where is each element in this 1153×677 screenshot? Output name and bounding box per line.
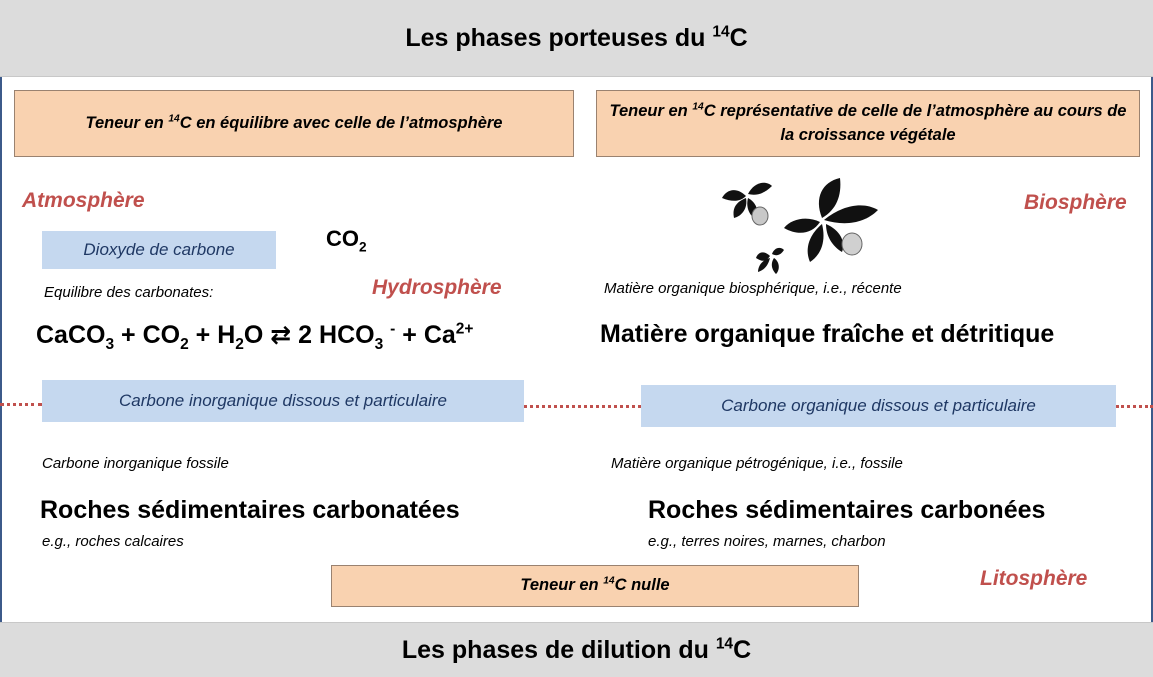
- header-top-text: Les phases porteuses du 14C: [405, 23, 748, 52]
- box-carbone-inorganique: Carbone inorganique dissous et particula…: [42, 380, 524, 422]
- mo-fraiche-detritique: Matière organique fraîche et détritique: [600, 320, 1055, 348]
- leaves-icon: [722, 178, 878, 274]
- box-teneur-nulle: Teneur en 14C nulle: [331, 565, 859, 607]
- header-bottom-text: Les phases de dilution du 14C: [401, 635, 752, 664]
- label-biosphere: Biosphère: [1024, 191, 1127, 214]
- header-dilution-phases: Les phases de dilution du 14C: [0, 622, 1153, 677]
- divider-dotted-left: [0, 403, 42, 406]
- note-mo-biospherique: Matière organique biosphérique, i.e., ré…: [604, 280, 902, 297]
- box-carbone-organique: Carbone organique dissous et particulair…: [641, 385, 1116, 427]
- box-dioxyde-carbone: Dioxyde de carbone: [42, 231, 276, 269]
- label-hydrosphere: Hydrosphère: [372, 276, 502, 299]
- formula-co2: CO2: [326, 226, 367, 255]
- divider-dotted-middle: [524, 405, 641, 408]
- note-equilibre-carbonates: Equilibre des carbonates:: [44, 284, 214, 301]
- carbonate-equation: CaCO3 + CO2 + H2O ⇄ 2 HCO3 - + Ca2+: [36, 320, 474, 353]
- note-carbone-inorganique-fossile: Carbone inorganique fossile: [42, 455, 229, 472]
- note-terres-noires: e.g., terres noires, marnes, charbon: [648, 533, 886, 550]
- note-roches-calcaires: e.g., roches calcaires: [42, 533, 184, 550]
- note-mo-petrogenique: Matière organique pétrogénique, i.e., fo…: [611, 455, 903, 472]
- box-atmosphere-equilibrium: Teneur en 14C en équilibre avec celle de…: [14, 90, 574, 157]
- box-vegetal-growth: Teneur en 14C représentative de celle de…: [596, 90, 1140, 157]
- divider-dotted-right: [1116, 405, 1153, 408]
- roches-carbonees: Roches sédimentaires carbonées: [648, 496, 1046, 524]
- header-carrier-phases: Les phases porteuses du 14C: [0, 0, 1153, 77]
- label-litosphere: Litosphère: [980, 567, 1088, 590]
- label-atmosphere: Atmosphère: [22, 189, 145, 212]
- roches-carbonatees: Roches sédimentaires carbonatées: [40, 496, 460, 524]
